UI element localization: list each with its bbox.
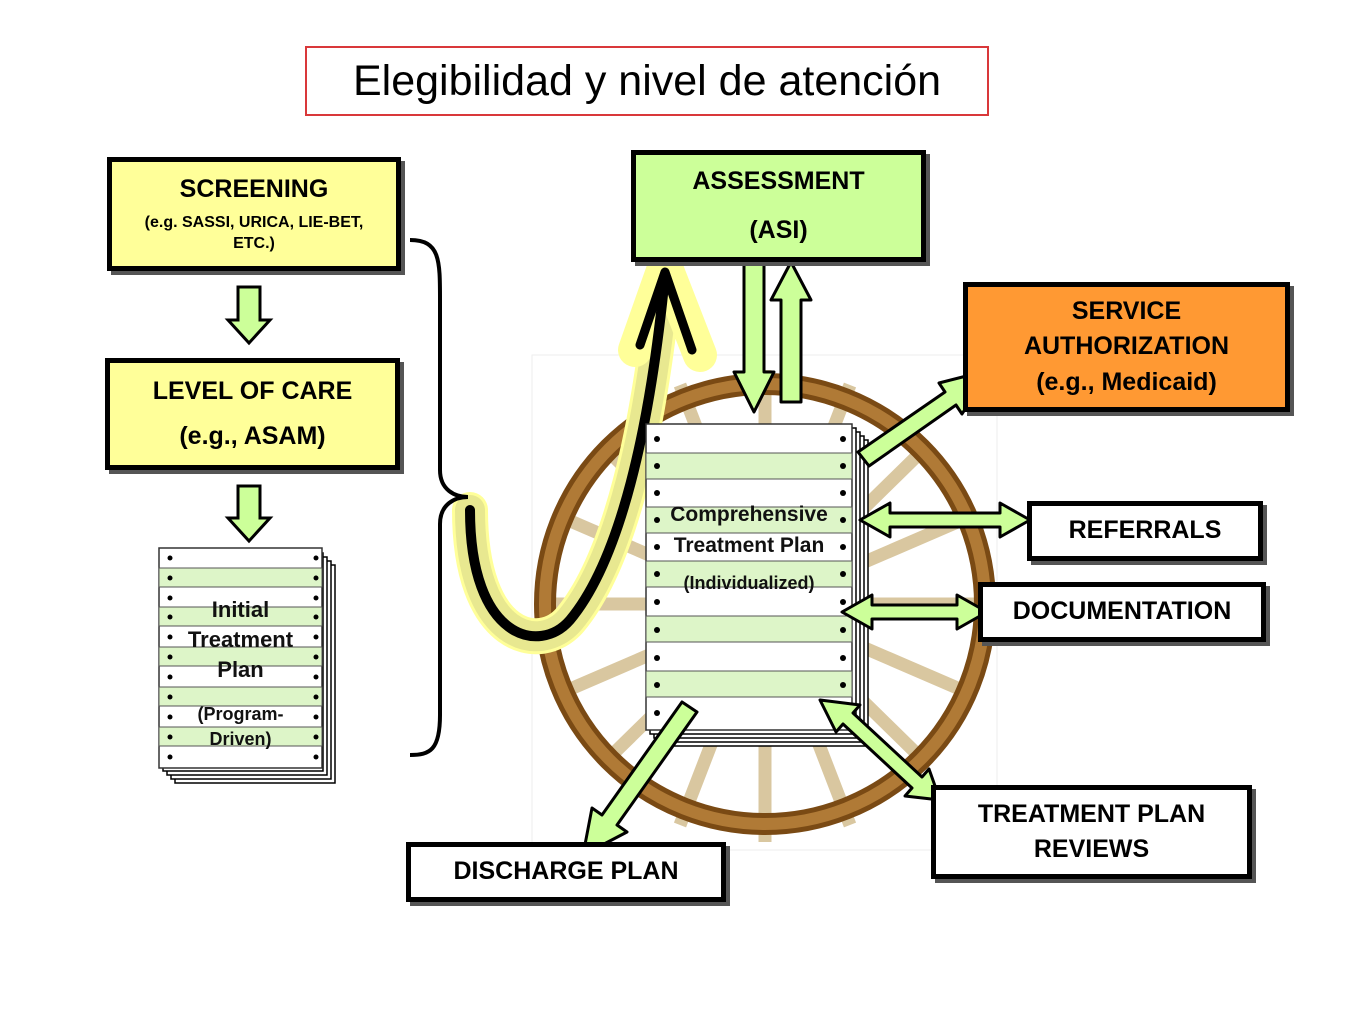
service-authorization-line-1: SERVICE <box>1071 296 1182 325</box>
referrals-box: REFERRALS <box>1027 501 1263 561</box>
comprehensive-plan-line-1: Comprehensive <box>670 503 828 526</box>
service-authorization-line-3: (e.g., Medicaid) <box>1036 367 1217 396</box>
documentation-box: DOCUMENTATION <box>978 582 1266 642</box>
assessment-box: ASSESSMENT (ASI) <box>631 150 926 262</box>
left-down-arrows <box>224 285 274 544</box>
assessment-subtitle: (ASI) <box>749 216 808 244</box>
grouping-brace <box>409 238 469 757</box>
treatment-plan-reviews-line-2: REVIEWS <box>1033 835 1150 863</box>
level-of-care-subtitle: (e.g., ASAM) <box>179 422 326 450</box>
initial-plan-stack <box>158 547 336 784</box>
comprehensive-plan-label: Comprehensive Treatment Plan <box>646 499 852 561</box>
screening-title: SCREENING <box>179 174 329 203</box>
comprehensive-plan-line-2: Treatment Plan <box>673 534 825 557</box>
comprehensive-plan-sublabel: (Individualized) <box>683 573 815 593</box>
screening-subtitle: (e.g. SASSI, URICA, LIE-BET, ETC.) <box>144 213 364 252</box>
initial-plan-sublabel: (Program- Driven) <box>159 702 322 752</box>
level-of-care-title: LEVEL OF CARE <box>152 376 353 405</box>
initial-plan-line-2: Treatment <box>187 627 294 652</box>
comprehensive-plan-stack <box>645 423 869 747</box>
arrow-assessment-down <box>732 260 776 414</box>
documentation-label: DOCUMENTATION <box>1012 597 1232 626</box>
initial-plan-line-5: Driven) <box>209 729 272 749</box>
treatment-plan-reviews-box: TREATMENT PLAN REVIEWS <box>931 785 1252 879</box>
page-title: Elegibilidad y nivel de atención <box>305 46 989 116</box>
service-authorization-box: SERVICE AUTHORIZATION (e.g., Medicaid) <box>963 282 1290 412</box>
curve-arrow <box>452 248 717 655</box>
initial-plan-line-4: (Program- <box>197 704 284 724</box>
arrow-assessment-up <box>769 260 813 404</box>
level-of-care-box: LEVEL OF CARE (e.g., ASAM) <box>105 358 400 470</box>
referrals-label: REFERRALS <box>1068 516 1222 545</box>
initial-plan-line-3: Plan <box>217 657 264 682</box>
service-authorization-line-2: AUTHORIZATION <box>1023 332 1230 361</box>
assessment-title: ASSESSMENT <box>692 166 865 195</box>
screening-box: SCREENING (e.g. SASSI, URICA, LIE-BET, E… <box>107 157 401 271</box>
treatment-plan-reviews-line-1: TREATMENT PLAN <box>977 799 1206 828</box>
discharge-plan-box: DISCHARGE PLAN <box>406 842 726 902</box>
initial-plan-line-1: Initial <box>211 597 270 622</box>
initial-plan-label: Initial Treatment Plan <box>159 595 322 685</box>
discharge-plan-label: DISCHARGE PLAN <box>453 857 679 886</box>
